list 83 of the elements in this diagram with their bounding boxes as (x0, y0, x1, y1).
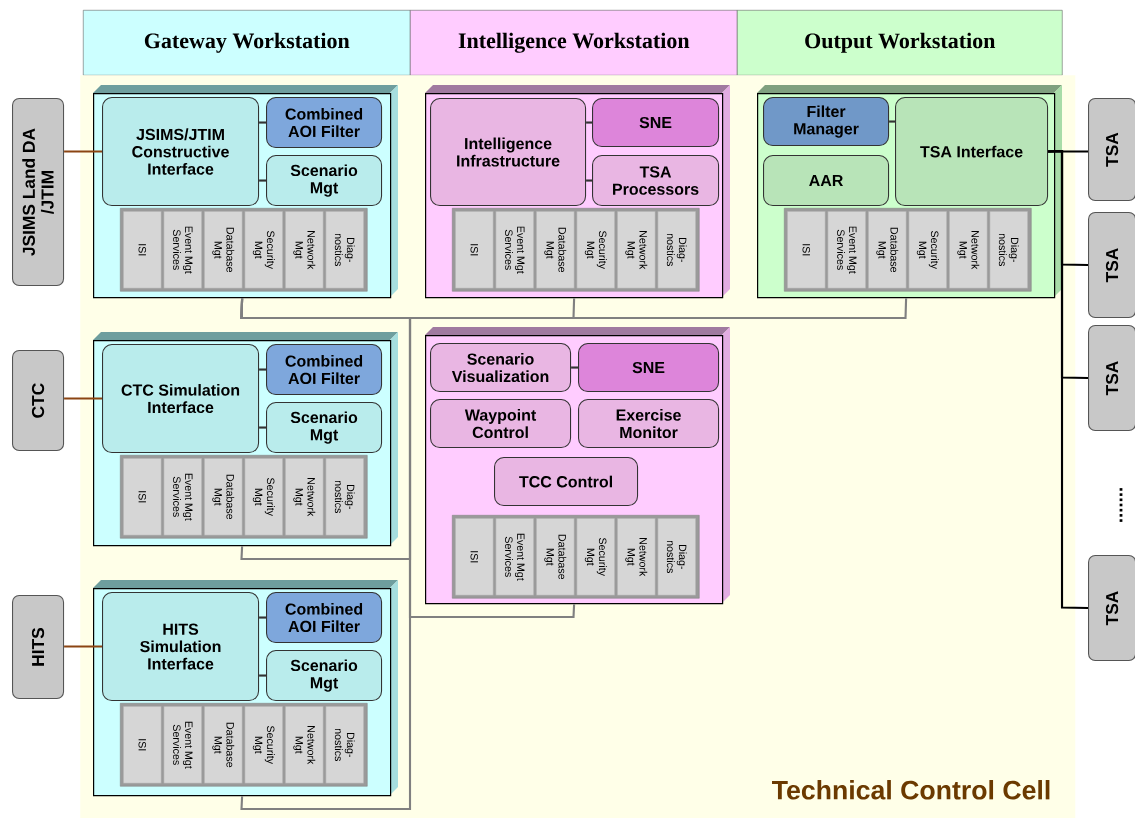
service-cell: Database Mgt (536, 211, 575, 289)
component-box: Exercise Monitor (578, 399, 720, 449)
service-cell: Diag- nostics (657, 518, 697, 596)
component-box: Filter Manager (763, 97, 890, 147)
service-cell: Security Mgt (576, 518, 616, 596)
component-box: Scenario Mgt (266, 155, 383, 207)
component-box: AAR (763, 155, 890, 207)
connector-line (259, 426, 266, 429)
service-cell: Event Mgt Services (495, 211, 535, 289)
service-cell: Security Mgt (576, 211, 616, 289)
service-cell: Database Mgt (536, 518, 575, 596)
component-box: Scenario Visualization (430, 343, 572, 393)
component-box: CTC Simulation Interface (102, 344, 260, 454)
connector-line (64, 397, 102, 400)
tsa-box: TSA (1088, 555, 1135, 662)
component-box: Combined AOI Filter (266, 592, 383, 644)
service-cell: Network Mgt (285, 706, 324, 784)
service-cell: Event Mgt Services (827, 211, 867, 289)
component-box: SNE (592, 98, 720, 148)
component-box: Combined AOI Filter (266, 344, 383, 396)
service-cell: Event Mgt Services (163, 706, 203, 784)
service-cell: Database Mgt (204, 706, 243, 784)
connector-line (259, 616, 266, 619)
service-cell: Security Mgt (908, 211, 948, 289)
service-cell: Event Mgt Services (495, 518, 535, 596)
service-cell: Database Mgt (204, 211, 243, 289)
connector-line (259, 674, 266, 677)
service-cell: Diag- nostics (989, 211, 1029, 289)
service-cell: Network Mgt (617, 211, 656, 289)
service-cell: Network Mgt (949, 211, 988, 289)
service-cell: Diag- nostics (325, 458, 365, 536)
connector-line (586, 179, 592, 182)
service-cell: Database Mgt (868, 211, 907, 289)
service-cell: Security Mgt (244, 458, 284, 536)
service-cell: Database Mgt (204, 458, 243, 536)
connector-line (1048, 150, 1088, 153)
connector-line (571, 366, 578, 369)
component-box: TCC Control (494, 457, 639, 507)
component-box: Intelligence Infrastructure (430, 98, 587, 207)
service-cell: Event Mgt Services (163, 458, 203, 536)
service-cell: ISI (787, 211, 826, 289)
service-cell: Network Mgt (285, 211, 324, 289)
component-box: TSA Processors (592, 155, 720, 207)
component-box: TSA Interface (895, 97, 1049, 207)
workstation-header: Intelligence Workstation (410, 10, 738, 76)
service-cell: Security Mgt (244, 211, 284, 289)
component-box: HITS Simulation Interface (102, 592, 260, 702)
service-cell: Network Mgt (617, 518, 656, 596)
connector-line (64, 150, 102, 153)
service-cell: ISI (123, 211, 162, 289)
service-cell: ISI (455, 211, 494, 289)
service-cell: Diag- nostics (325, 706, 365, 784)
component-box: Waypoint Control (430, 399, 572, 449)
external-system-box: CTC (12, 350, 65, 452)
ellipsis-dots: ....... (1119, 488, 1123, 522)
external-system-box: HITS (12, 595, 65, 700)
service-cell: Security Mgt (244, 706, 284, 784)
tsa-box: TSA (1088, 212, 1135, 319)
connector-line (586, 121, 592, 124)
external-system-box: JSIMS Land DA /JTIM (12, 98, 65, 287)
service-cell: ISI (123, 458, 162, 536)
service-cell: Event Mgt Services (163, 211, 203, 289)
tsa-box: TSA (1088, 325, 1135, 432)
service-cell: Diag- nostics (325, 211, 365, 289)
service-cell: Network Mgt (285, 458, 324, 536)
connector-line (259, 368, 266, 371)
tsa-box: TSA (1088, 98, 1135, 202)
component-box: Scenario Mgt (266, 650, 383, 702)
workstation-header: Gateway Workstation (83, 10, 411, 76)
component-box: SNE (578, 343, 720, 393)
connector-line (259, 121, 266, 124)
service-cell: ISI (123, 706, 162, 784)
connector-line (889, 120, 895, 123)
service-cell: Diag- nostics (657, 211, 697, 289)
workstation-header: Output Workstation (737, 10, 1063, 76)
service-cell: ISI (455, 518, 494, 596)
connector-line (1048, 149, 1089, 610)
connector-line (259, 179, 266, 182)
connector-line (64, 645, 102, 648)
network-bus-line (240, 298, 412, 811)
component-box: JSIMS/JTIM Constructive Interface (102, 97, 260, 207)
component-box: Scenario Mgt (266, 402, 383, 454)
component-box: Combined AOI Filter (266, 97, 383, 149)
